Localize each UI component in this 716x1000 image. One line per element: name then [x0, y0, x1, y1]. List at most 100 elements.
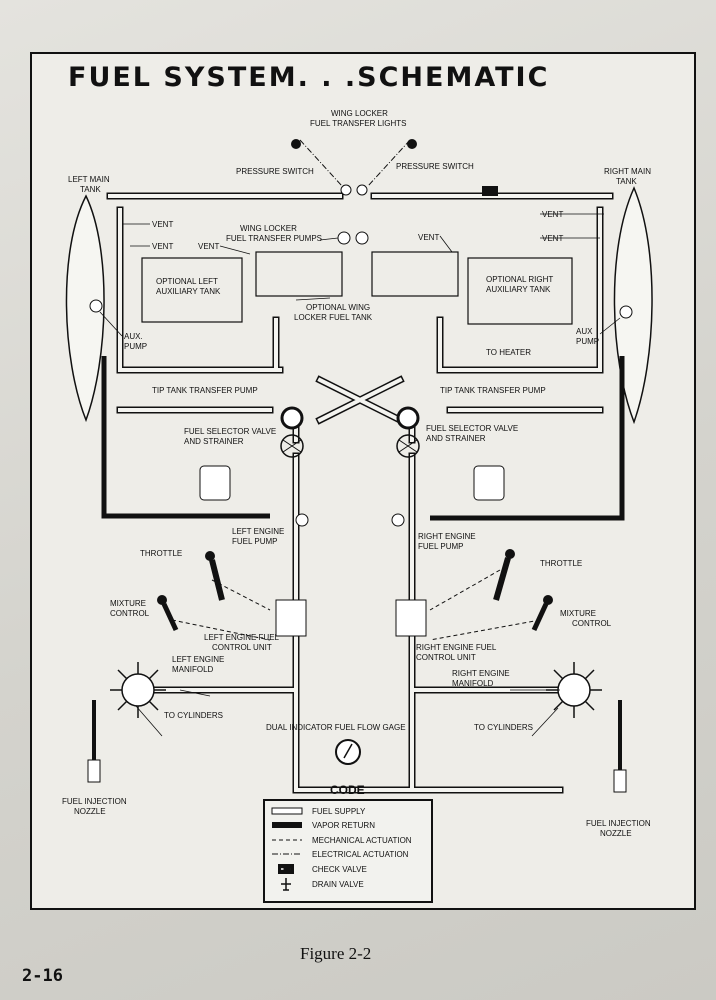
- svg-text:TANK: TANK: [80, 185, 101, 194]
- page-number: 2-16: [22, 966, 63, 986]
- right-wing-locker-tank: [371, 251, 459, 297]
- svg-text:VENT: VENT: [418, 233, 439, 242]
- svg-text:VENT: VENT: [152, 242, 173, 251]
- right-fuel-control-unit: [395, 599, 427, 637]
- throttle-left: [205, 551, 225, 601]
- svg-text:AND STRAINER: AND STRAINER: [426, 434, 486, 443]
- svg-text:THROTTLE: THROTTLE: [140, 549, 182, 558]
- svg-text:FUEL SELECTOR VALVE: FUEL SELECTOR VALVE: [426, 424, 518, 433]
- svg-text:MIXTURE: MIXTURE: [560, 609, 596, 618]
- code-item-label: CHECK VALVE: [312, 865, 367, 874]
- svg-text:DUAL INDICATOR FUEL FLOW GAGE: DUAL INDICATOR FUEL FLOW GAGE: [266, 723, 406, 732]
- left-engine-fuel-pump: [295, 513, 309, 527]
- left-aux-tank: [141, 257, 243, 323]
- svg-text:RIGHT ENGINE: RIGHT ENGINE: [452, 669, 510, 678]
- right-aux-tank: [467, 257, 573, 325]
- check-valve-right-top: [482, 186, 498, 196]
- right-engine-manifold: [546, 662, 602, 718]
- svg-text:CONTROL: CONTROL: [572, 619, 612, 628]
- svg-text:FUEL SELECTOR VALVE: FUEL SELECTOR VALVE: [184, 427, 276, 436]
- code-item-label: ELECTRICAL ACTUATION: [312, 850, 409, 859]
- vapor-return-lines: [101, 356, 625, 521]
- svg-text:WING LOCKER: WING LOCKER: [331, 109, 388, 118]
- svg-text:LEFT MAIN: LEFT MAIN: [68, 175, 110, 184]
- code-item-label: DRAIN VALVE: [312, 880, 364, 889]
- svg-text:MANIFOLD: MANIFOLD: [172, 665, 214, 674]
- svg-text:THROTTLE: THROTTLE: [540, 559, 582, 568]
- selector-handle-right: [473, 465, 505, 501]
- svg-text:PRESSURE SWITCH: PRESSURE SWITCH: [396, 162, 474, 171]
- svg-text:TANK: TANK: [616, 177, 637, 186]
- svg-text:TIP TANK TRANSFER PUMP: TIP TANK TRANSFER PUMP: [440, 386, 546, 395]
- left-wing-locker-tank: [255, 251, 343, 297]
- selector-handle-left: [199, 465, 231, 501]
- mixture-control-right: [531, 595, 553, 632]
- fuel-flow-gage: [335, 739, 361, 765]
- svg-text:LEFT ENGINE FUEL: LEFT ENGINE FUEL: [204, 633, 280, 642]
- svg-text:TO CYLINDERS: TO CYLINDERS: [474, 723, 533, 732]
- mechanical-actuation-lines: [171, 569, 541, 641]
- svg-text:FUEL TRANSFER LIGHTS: FUEL TRANSFER LIGHTS: [310, 119, 406, 128]
- fuel-injection-nozzle-right: [613, 700, 627, 793]
- svg-text:TIP TANK TRANSFER PUMP: TIP TANK TRANSFER PUMP: [152, 386, 258, 395]
- left-main-tank: [65, 194, 105, 423]
- svg-text:FUEL TRANSFER PUMPS: FUEL TRANSFER PUMPS: [226, 234, 322, 243]
- code-item-label: VAPOR RETURN: [312, 821, 375, 830]
- code-item-label: FUEL SUPPLY: [312, 807, 366, 816]
- svg-text:RIGHT ENGINE FUEL: RIGHT ENGINE FUEL: [416, 643, 497, 652]
- svg-text:CONTROL UNIT: CONTROL UNIT: [416, 653, 476, 662]
- svg-text:CONTROL: CONTROL: [110, 609, 150, 618]
- svg-text:OPTIONAL LEFT: OPTIONAL LEFT: [156, 277, 218, 286]
- svg-text:AUX: AUX: [576, 327, 593, 336]
- svg-text:TO HEATER: TO HEATER: [486, 348, 531, 357]
- svg-text:MIXTURE: MIXTURE: [110, 599, 146, 608]
- svg-text:NOZZLE: NOZZLE: [600, 829, 632, 838]
- wing-locker-light-left: [291, 139, 301, 149]
- throttle-right: [493, 549, 515, 601]
- svg-text:RIGHT MAIN: RIGHT MAIN: [604, 167, 651, 176]
- left-engine-manifold: [110, 662, 166, 718]
- fuel-selector-valve-right: [396, 406, 420, 458]
- svg-text:VENT: VENT: [198, 242, 219, 251]
- mixture-control-left: [157, 595, 179, 632]
- svg-text:AUXILIARY TANK: AUXILIARY TANK: [486, 285, 551, 294]
- page-title: FUEL SYSTEM. . .SCHEMATIC: [68, 62, 550, 93]
- svg-text:FUEL INJECTION: FUEL INJECTION: [586, 819, 651, 828]
- fuel-selector-valve-left: [280, 406, 304, 458]
- left-fuel-control-unit: [275, 599, 307, 637]
- wing-locker-pump-right: [355, 231, 369, 245]
- svg-text:VENT: VENT: [542, 210, 563, 219]
- svg-text:AUXILIARY TANK: AUXILIARY TANK: [156, 287, 221, 296]
- wing-locker-light-right: [407, 139, 417, 149]
- diagram-labels: WING LOCKER FUEL TRANSFER LIGHTS PRESSUR…: [62, 109, 651, 838]
- aux-pump-right: [619, 305, 633, 319]
- code-legend: CODE FUEL SUPPLY VAPOR RETURN MECHANICAL…: [263, 783, 433, 903]
- svg-text:OPTIONAL WING: OPTIONAL WING: [306, 303, 370, 312]
- svg-text:FUEL INJECTION: FUEL INJECTION: [62, 797, 127, 806]
- svg-text:NOZZLE: NOZZLE: [74, 807, 106, 816]
- svg-text:LEFT ENGINE: LEFT ENGINE: [232, 527, 284, 536]
- svg-text:MANIFOLD: MANIFOLD: [452, 679, 494, 688]
- wing-locker-pump-left: [337, 231, 351, 245]
- figure-caption: Figure 2-2: [300, 944, 372, 963]
- svg-text:OPTIONAL RIGHT: OPTIONAL RIGHT: [486, 275, 553, 284]
- svg-text:FUEL PUMP: FUEL PUMP: [418, 542, 464, 551]
- code-item-label: MECHANICAL ACTUATION: [312, 836, 412, 845]
- fuel-injection-nozzle-left: [87, 700, 101, 783]
- svg-text:PUMP: PUMP: [124, 342, 147, 351]
- svg-text:AUX.: AUX.: [124, 332, 143, 341]
- svg-text:LOCKER FUEL TANK: LOCKER FUEL TANK: [294, 313, 373, 322]
- svg-text:WING LOCKER: WING LOCKER: [240, 224, 297, 233]
- right-engine-fuel-pump: [391, 513, 405, 527]
- svg-text:VENT: VENT: [542, 234, 563, 243]
- aux-pump-left: [89, 299, 103, 313]
- svg-text:PUMP: PUMP: [576, 337, 599, 346]
- pressure-switch-left: [340, 184, 352, 196]
- svg-text:VENT: VENT: [152, 220, 173, 229]
- svg-text:AND STRAINER: AND STRAINER: [184, 437, 244, 446]
- svg-text:CONTROL UNIT: CONTROL UNIT: [212, 643, 272, 652]
- svg-text:RIGHT ENGINE: RIGHT ENGINE: [418, 532, 476, 541]
- leader-lines: [99, 213, 621, 737]
- svg-text:FUEL PUMP: FUEL PUMP: [232, 537, 278, 546]
